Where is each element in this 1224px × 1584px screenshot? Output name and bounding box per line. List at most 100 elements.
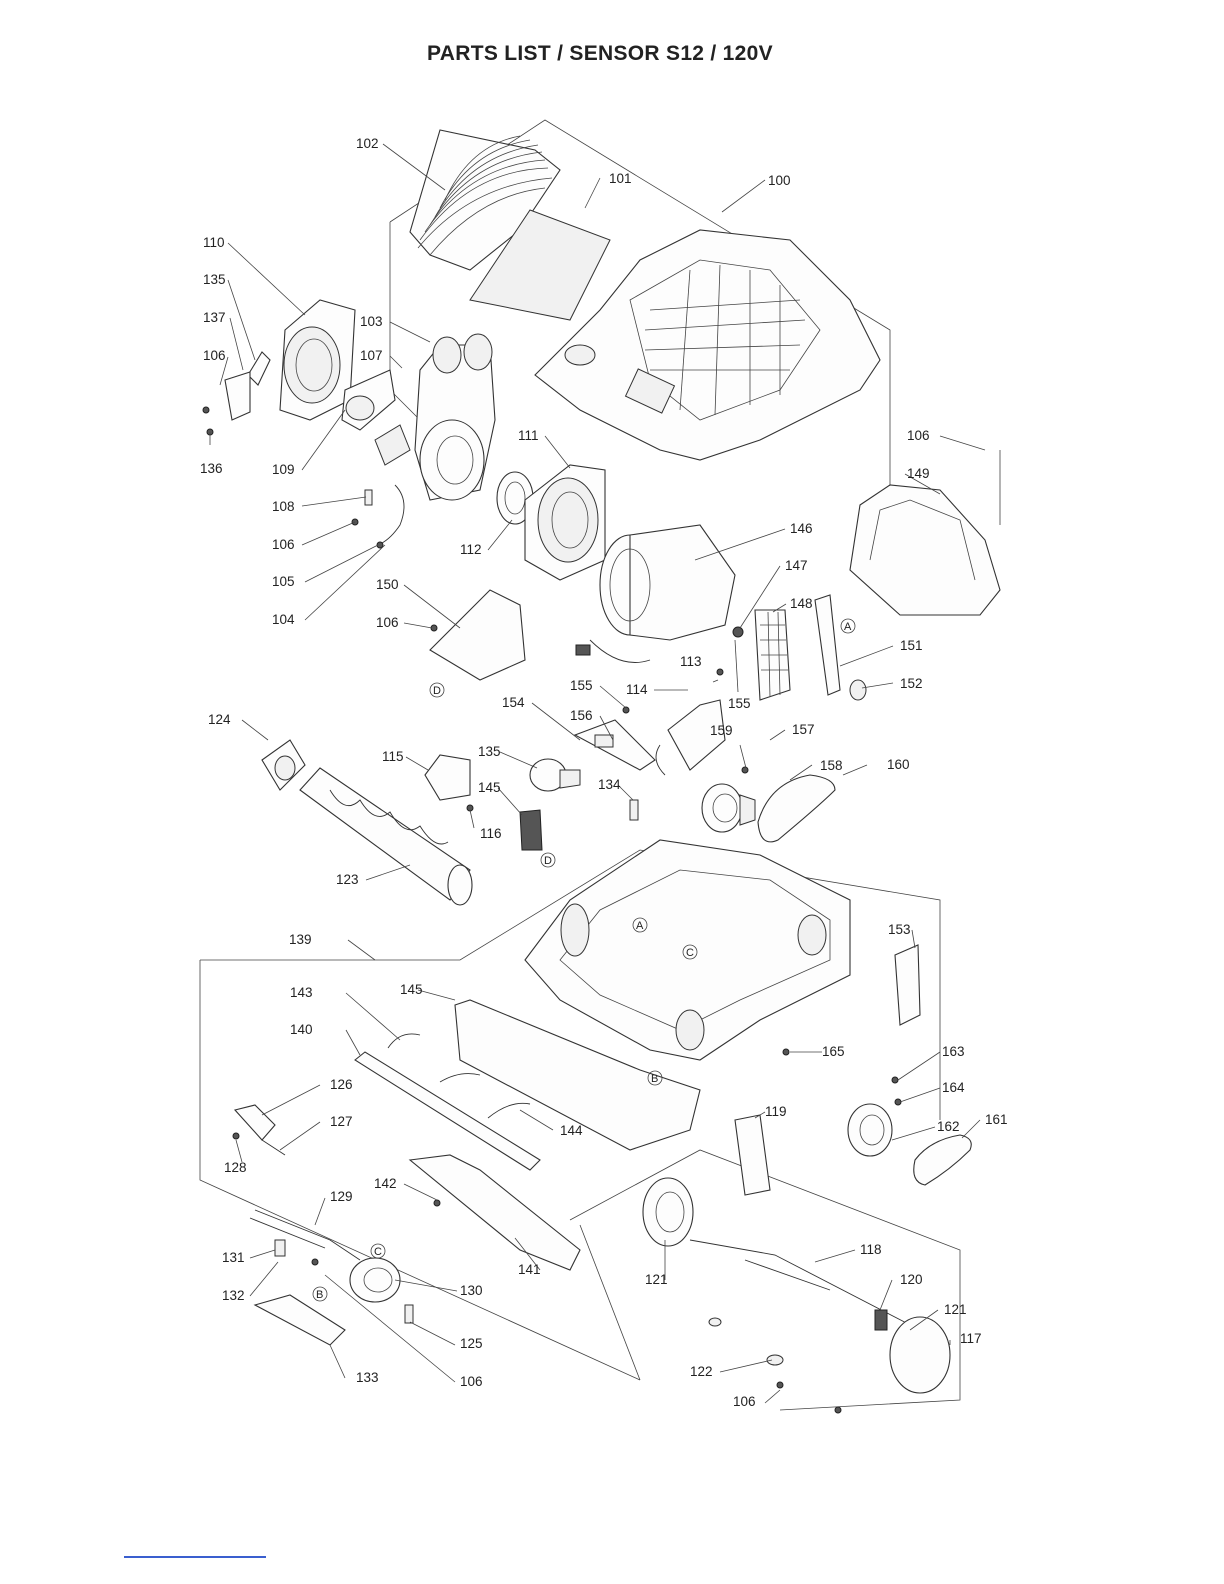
callout-labels: 102 101 100 110 135 137 106 136 103 107 … (200, 136, 1008, 1409)
callout-label: 107 (360, 348, 383, 363)
callout-label: 109 (272, 462, 295, 477)
callout-label: 156 (570, 708, 593, 723)
parts-140-141-142-143-144 (354, 1033, 581, 1271)
callout-label: 127 (330, 1114, 353, 1129)
callout-label: 100 (768, 173, 791, 188)
callout-label: 155 (728, 696, 751, 711)
callout-label: 141 (518, 1262, 541, 1277)
callout-label: 135 (478, 744, 501, 759)
callout-label: 101 (609, 171, 632, 186)
leader-lines (209, 143, 1001, 1404)
callout-label: 144 (560, 1123, 583, 1138)
callout-label: 133 (356, 1370, 379, 1385)
parts-153-163-164-165 (782, 944, 921, 1106)
callout-label: 145 (478, 780, 501, 795)
callout-label: 116 (480, 826, 502, 841)
callout-label: 125 (460, 1336, 483, 1351)
part-134 (629, 799, 639, 821)
callout-label: 110 (203, 235, 225, 250)
callout-label: 118 (860, 1242, 882, 1257)
marker-letter: D (544, 855, 552, 867)
callout-label: 124 (208, 712, 231, 727)
callout-label: 159 (710, 723, 733, 738)
part-139-base (524, 839, 851, 1061)
callout-label: 137 (203, 310, 226, 325)
callout-label: 106 (376, 615, 399, 630)
parts-147-148 (732, 609, 791, 701)
callout-label: 119 (765, 1104, 787, 1119)
callout-label: 108 (272, 499, 295, 514)
callout-label: 114 (626, 682, 648, 697)
page-title: PARTS LIST / SENSOR S12 / 120V (427, 42, 773, 65)
group-outline-bottom (199, 849, 961, 1411)
callout-label: 115 (382, 749, 404, 764)
callout-label: 129 (330, 1189, 353, 1204)
callout-label: 130 (460, 1283, 483, 1298)
callout-label: 148 (790, 596, 813, 611)
part-107-109-fan-plate (341, 369, 396, 431)
parts-136-138-brackets (202, 351, 271, 436)
callout-label: 126 (330, 1077, 353, 1092)
callout-label: 106 (907, 428, 930, 443)
callout-label: 122 (690, 1364, 713, 1379)
callout-label: 142 (374, 1176, 397, 1191)
marker-letter: C (686, 947, 694, 959)
callout-label: 132 (222, 1288, 245, 1303)
callout-label: 160 (887, 757, 910, 772)
part-103-motor-body (374, 333, 496, 501)
parts-161-162 (847, 1103, 972, 1186)
callout-label: 151 (900, 638, 923, 653)
callout-label: 149 (907, 466, 930, 481)
callout-label: 136 (200, 461, 223, 476)
footer-rule (124, 1556, 266, 1558)
part-100-top-cover (534, 229, 881, 461)
parts-125-129-133-handle (249, 1209, 414, 1346)
callout-label: 104 (272, 612, 295, 627)
callout-label: 162 (937, 1119, 960, 1134)
callout-label: 112 (460, 542, 482, 557)
marker-letter: B (316, 1289, 323, 1301)
callout-label: 131 (222, 1250, 245, 1265)
parts-151-152 (814, 594, 867, 701)
callout-label: 139 (289, 932, 312, 947)
parts-104-105-108 (351, 484, 405, 549)
callout-label: 143 (290, 985, 313, 1000)
parts-115-116 (424, 754, 474, 812)
callout-label: 161 (985, 1112, 1008, 1127)
parts-113-114-154-155-156 (573, 668, 726, 776)
callout-label: 165 (822, 1044, 845, 1059)
callout-label: 105 (272, 574, 295, 589)
marker-letter: C (374, 1246, 382, 1258)
marker-letter: A (636, 920, 644, 932)
part-111-housing (524, 464, 606, 581)
callout-label: 102 (356, 136, 379, 151)
callout-label: 123 (336, 872, 359, 887)
callout-label: 157 (792, 722, 815, 737)
parts-135-145-upper (519, 758, 581, 851)
part-101-filter-pad (469, 209, 611, 321)
part-150 (429, 589, 526, 681)
callout-label: 145 (400, 982, 423, 997)
callout-label: 106 (272, 537, 295, 552)
letter-markers: D D A A C B C B (312, 618, 856, 1302)
callout-label: 120 (900, 1272, 923, 1287)
part-112-ring (496, 471, 534, 525)
callout-label: 111 (518, 428, 539, 443)
callout-label: 158 (820, 758, 843, 773)
part-145-tray (454, 999, 701, 1151)
callout-label: 164 (942, 1080, 965, 1095)
callout-label: 154 (502, 695, 525, 710)
callout-label: 140 (290, 1022, 313, 1037)
callout-label: 106 (460, 1374, 483, 1389)
parts-126-127-128 (232, 1104, 286, 1156)
callout-label: 135 (203, 272, 226, 287)
callout-label: 128 (224, 1160, 247, 1175)
callout-label: 155 (570, 678, 593, 693)
callout-label: 150 (376, 577, 399, 592)
callout-label: 106 (203, 348, 226, 363)
marker-letter: A (844, 621, 852, 633)
callout-label: 134 (598, 777, 621, 792)
parts-157-158-159-160 (701, 766, 836, 843)
callout-label: 103 (360, 314, 383, 329)
